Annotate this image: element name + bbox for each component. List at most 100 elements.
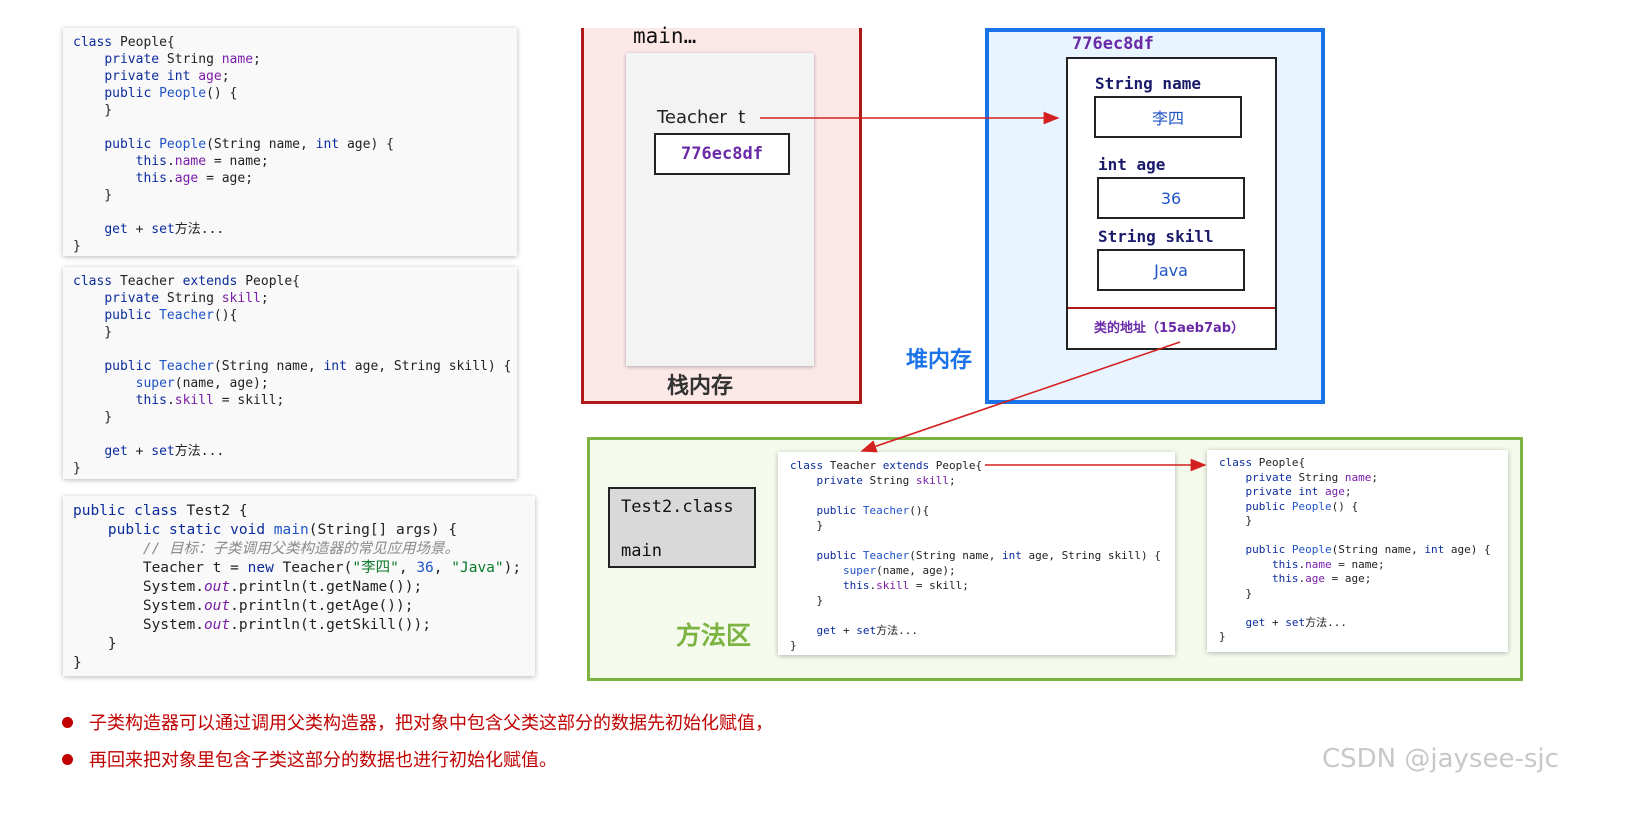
code-line: private String name; (1245, 470, 1378, 484)
heap-field-value-name: 李四 (1151, 109, 1184, 128)
heap-field-box-name: 李四 (1094, 96, 1242, 138)
code-line (73, 341, 507, 358)
code-line: } (73, 461, 81, 476)
bullet-dot-icon (62, 716, 73, 728)
code-line: class People{ (73, 35, 175, 50)
code-line: } (73, 103, 113, 118)
code-line: class People{ (1219, 456, 1306, 469)
bullet-1-text: 子类构造器可以通过调用父类构造器，把对象中包含父类这部分的数据先初始化赋值， (89, 713, 773, 734)
method-test2-class: Test2.class (621, 497, 734, 517)
stack-frame-title: main… (633, 24, 697, 48)
code-line: private String skill; (816, 474, 956, 487)
code-line: } (73, 325, 113, 340)
code-line: } (790, 639, 797, 652)
code-line (1219, 601, 1496, 616)
code-people: class People{ private String name; priva… (73, 34, 507, 255)
code-line: this.skill = skill; (842, 579, 969, 592)
code-line: System.out.println(t.getSkill()); (73, 617, 431, 633)
code-line: this.age = age; (135, 171, 254, 186)
stack-var-label: Teacher t (657, 107, 746, 128)
code-line: public People(String name, int age) { (1245, 543, 1491, 556)
code-line: public static void main(String[] args) { (107, 522, 458, 538)
code-line: private String skill; (104, 291, 269, 306)
bullet-dot-icon (62, 753, 73, 765)
code-line: this.name = name; (1271, 557, 1385, 571)
method-people-card: class People{ private String name; priva… (1207, 450, 1508, 652)
heap-field-value-age: 36 (1160, 188, 1182, 208)
code-line: public Teacher(){ (816, 504, 930, 517)
code-line: } (1219, 514, 1253, 527)
code-line: public class Test2 { (73, 503, 248, 519)
code-line (1219, 529, 1496, 544)
heap-area-label: 堆内存 (906, 348, 973, 373)
code-line: class Teacher extends People{ (73, 274, 301, 289)
heap-field-label-name: String name (1095, 74, 1201, 93)
code-line: this.age = age; (1271, 572, 1372, 585)
stack-frame (626, 53, 814, 366)
code-line (790, 608, 1163, 623)
heap-object (1066, 57, 1277, 350)
code-line (790, 488, 1163, 503)
code-line: public People() { (1245, 499, 1359, 513)
heap-field-box-age: 36 (1097, 177, 1245, 219)
code-line: System.out.println(t.getName()); (73, 579, 423, 595)
stack-area-label: 栈内存 (667, 374, 734, 399)
code-line: get + set方法... (104, 444, 225, 459)
bullet-2: 再回来把对象里包含子类这部分的数据也进行初始化赋值。 (62, 746, 557, 772)
code-line: } (73, 239, 81, 254)
method-test2-main: main (621, 541, 662, 561)
heap-field-box-skill: Java (1097, 249, 1245, 291)
method-teacher-code: class Teacher extends People{ private St… (790, 458, 1163, 653)
heap-field-label-skill: String skill (1098, 227, 1214, 246)
code-line (790, 533, 1163, 548)
code-line: // 目标：子类调用父类构造器的常见应用场景。 (142, 541, 460, 557)
code-line: super(name, age); (842, 564, 956, 577)
stack-var-value: 776ec8df (681, 144, 763, 164)
heap-divider (1068, 307, 1275, 309)
code-line (73, 119, 507, 136)
code-line: public Teacher(){ (104, 308, 238, 323)
method-area-label: 方法区 (676, 621, 752, 650)
code-line: public People(String name, int age) { (104, 137, 394, 152)
code-line: private int age; (1245, 485, 1352, 498)
watermark: CSDN @jaysee-sjc (1322, 744, 1559, 774)
heap-class-address: 类的地址（15aeb7ab） (1094, 321, 1245, 336)
code-line: public Teacher(String name, int age, Str… (104, 359, 512, 374)
code-line (73, 426, 507, 443)
code-line: get + set方法... (104, 222, 225, 237)
code-line: public People() { (104, 86, 238, 101)
method-test2-box: Test2.class main (608, 487, 756, 568)
code-line: } (73, 188, 113, 203)
code-line: } (790, 594, 824, 607)
code-line: } (790, 519, 824, 532)
heap-field-value-skill: Java (1154, 260, 1188, 280)
code-line: } (1219, 586, 1253, 600)
code-line: } (73, 655, 82, 671)
code-line: super(name, age); (135, 376, 269, 391)
code-line: this.name = name; (135, 154, 269, 169)
code-card-teacher: class Teacher extends People{ private St… (63, 267, 517, 479)
code-line: System.out.println(t.getAge()); (73, 598, 414, 614)
code-line: Teacher t = new Teacher("李四", 36, "Java"… (73, 560, 522, 576)
code-line: private int age; (104, 69, 230, 84)
code-line: this.skill = skill; (135, 393, 285, 408)
code-line: public Teacher(String name, int age, Str… (816, 549, 1161, 562)
code-card-test2: public class Test2 { public static void … (63, 496, 535, 676)
code-line: } (73, 636, 117, 652)
code-line: } (73, 410, 113, 425)
method-teacher-card: class Teacher extends People{ private St… (778, 452, 1175, 655)
stack-var-box: 776ec8df (654, 133, 790, 175)
heap-address: 776ec8df (1072, 34, 1154, 54)
method-people-code: class People{ private String name; priva… (1219, 456, 1496, 645)
heap-field-label-age: int age (1098, 155, 1166, 174)
code-line: get + set方法... (816, 624, 919, 637)
code-line: private String name; (104, 52, 261, 67)
bullet-1: 子类构造器可以通过调用父类构造器，把对象中包含父类这部分的数据先初始化赋值， (62, 709, 773, 735)
code-teacher: class Teacher extends People{ private St… (73, 273, 512, 477)
bullet-2-text: 再回来把对象里包含子类这部分的数据也进行初始化赋值。 (89, 750, 557, 771)
code-line: class Teacher extends People{ (790, 459, 983, 472)
code-card-people: class People{ private String name; priva… (63, 28, 517, 256)
code-line: get + set方法... (1245, 615, 1348, 629)
code-test2: public class Test2 { public static void … (73, 502, 525, 673)
code-line: } (1219, 630, 1226, 643)
